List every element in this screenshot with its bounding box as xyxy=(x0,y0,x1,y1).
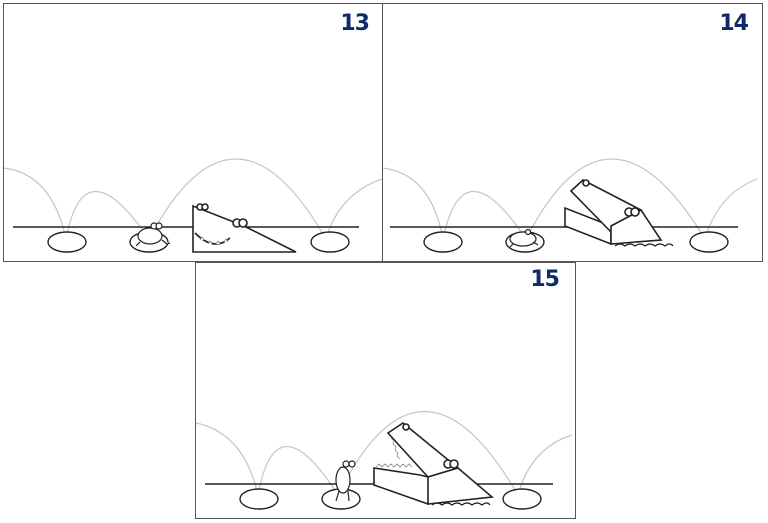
frog-icon xyxy=(509,228,539,248)
scene-14 xyxy=(383,158,758,253)
crocodile-icon xyxy=(373,422,494,506)
panel-number: 14 xyxy=(719,11,749,36)
panel-15: 15 xyxy=(195,262,576,519)
jump-arcs xyxy=(383,158,758,240)
frog-icon xyxy=(135,222,171,247)
scene-13 xyxy=(4,158,383,253)
crocodile-icon xyxy=(192,203,297,253)
panel-13: 13 xyxy=(3,3,384,262)
lily-pads xyxy=(423,231,729,253)
frog-icon xyxy=(335,460,356,502)
panel-number: 15 xyxy=(530,267,560,292)
scene-15 xyxy=(196,410,573,510)
crocodile-icon xyxy=(564,179,674,247)
jump-arcs xyxy=(196,410,573,496)
jump-arcs xyxy=(4,158,383,240)
lily-pads xyxy=(239,488,542,510)
panel-14: 14 xyxy=(382,3,763,262)
panel-number: 13 xyxy=(340,11,370,36)
